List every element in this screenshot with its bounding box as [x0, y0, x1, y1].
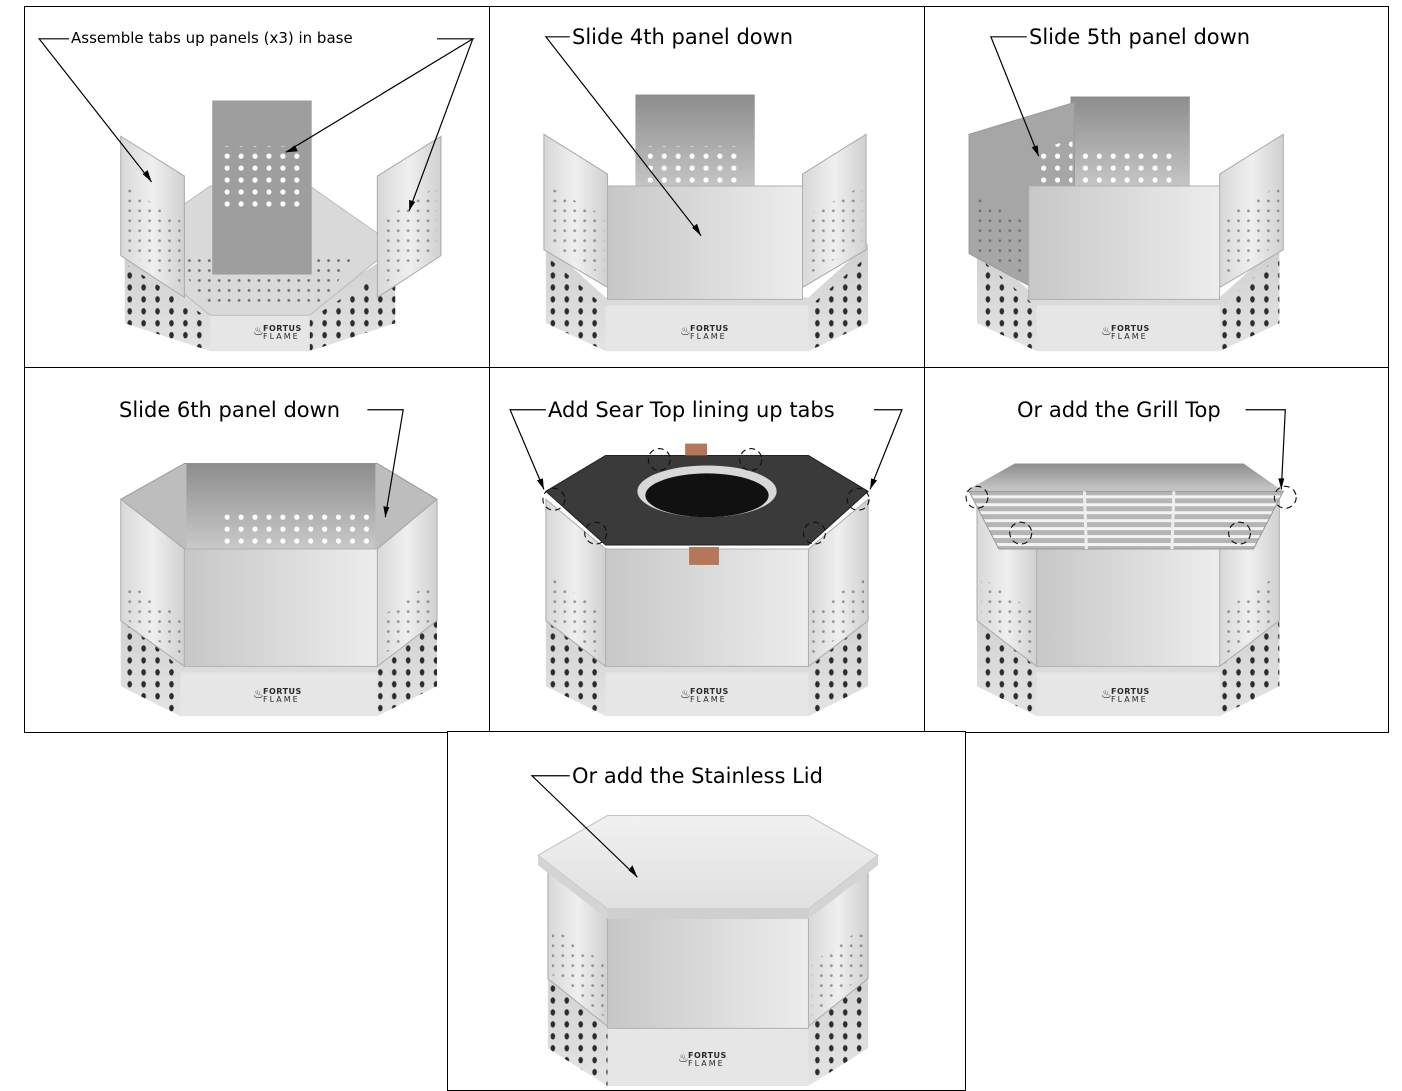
step-7-caption: Or add the Stainless Lid — [570, 764, 825, 788]
step-6-leader-lines — [925, 368, 1388, 732]
step-3-panel: ♨ FORTUS FLAME Slide 5th panel down — [924, 6, 1389, 369]
step-6-caption: Or add the Grill Top — [1015, 398, 1223, 422]
step-1-leader-lines — [25, 7, 490, 368]
step-3-leader-lines — [925, 7, 1388, 368]
step-1-panel: ♨ FORTUS FLAME Assemble tabs up panels (… — [24, 6, 491, 369]
step-2-panel: ♨ FORTUS FLAME Slide 4th panel down — [489, 6, 926, 369]
step-4-caption: Slide 6th panel down — [117, 398, 342, 422]
step-7-panel: ♨ FORTUS FLAME Or add the Stainless Lid — [447, 731, 966, 1091]
step-2-caption: Slide 4th panel down — [570, 25, 795, 49]
step-1-caption: Assemble tabs up panels (x3) in base — [69, 29, 355, 47]
step-5-caption: Add Sear Top lining up tabs — [546, 398, 837, 422]
step-5-leader-lines — [490, 368, 925, 732]
step-5-panel: ♨ FORTUS FLAME Add Sear Top lining up ta… — [489, 367, 926, 733]
step-4-panel: ♨ FORTUS FLAME Slide 6th panel down — [24, 367, 491, 733]
step-6-panel: ♨ FORTUS FLAME Or add the Grill Top — [924, 367, 1389, 733]
step-3-caption: Slide 5th panel down — [1027, 25, 1252, 49]
step-4-leader-lines — [25, 368, 490, 732]
step-2-leader-lines — [490, 7, 925, 368]
